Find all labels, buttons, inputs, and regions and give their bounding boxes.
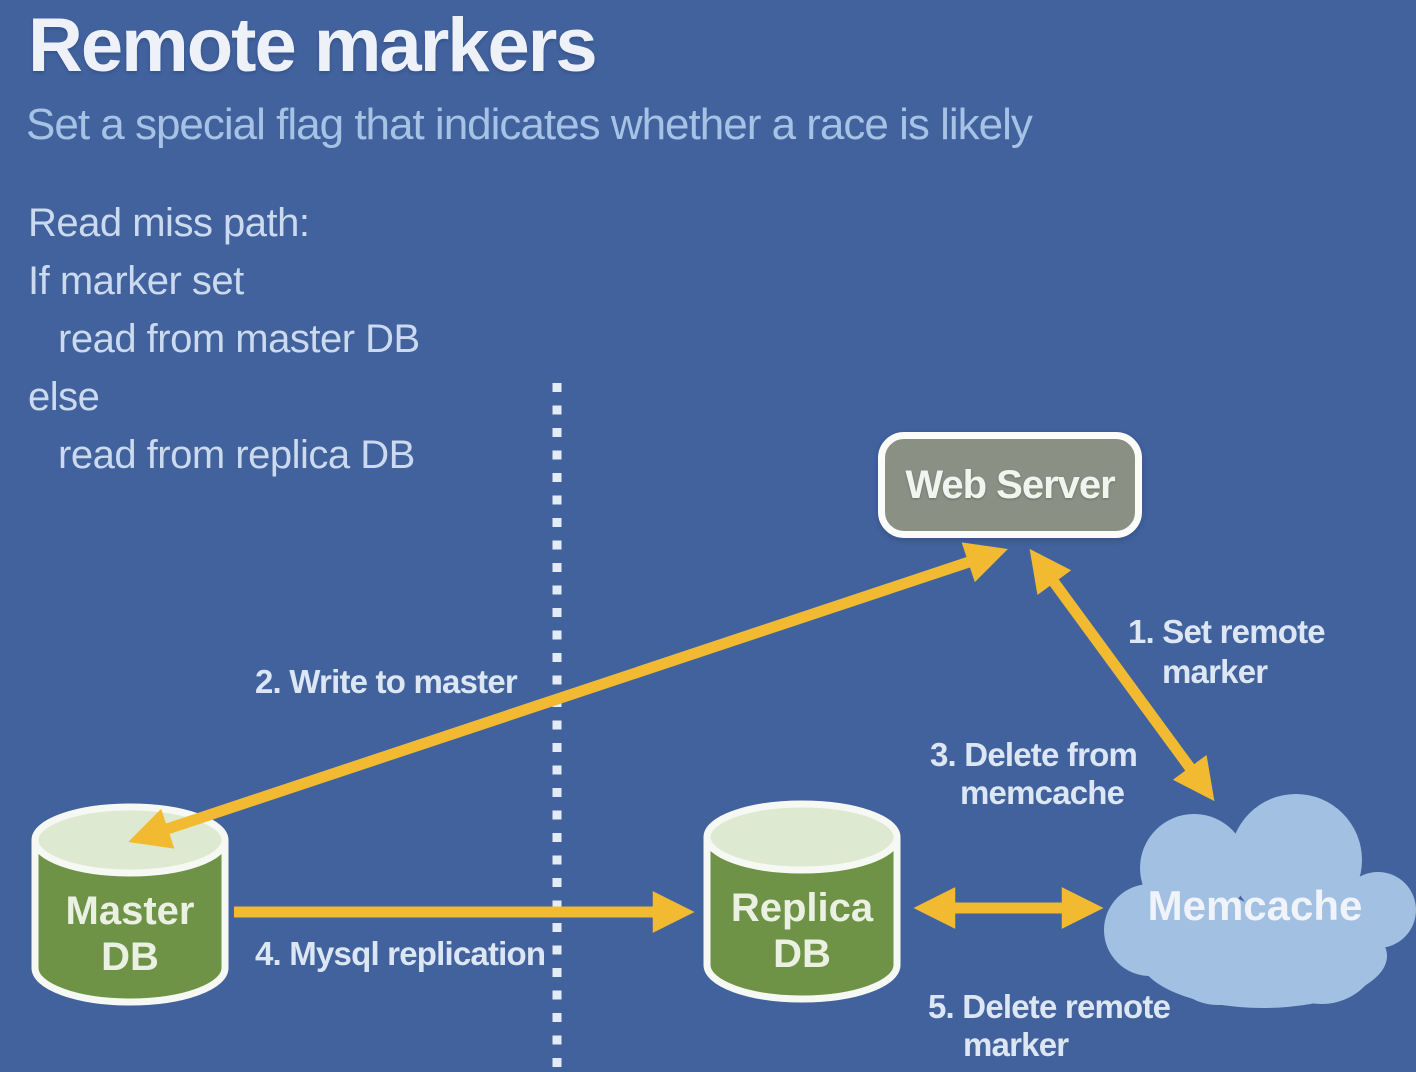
cylinder-body xyxy=(703,837,901,1003)
pseudocode-line-4: else xyxy=(28,375,100,419)
cylinder-top xyxy=(703,800,901,874)
node-web-server: Web Server xyxy=(878,432,1142,538)
label-delete-remote-marker: 5. Delete remote marker xyxy=(928,988,1171,1064)
label-write-to-master: 2. Write to master xyxy=(255,663,518,700)
label-delete-from-memcache-line2: memcache xyxy=(960,774,1125,811)
pseudocode-line-5: read from replica DB xyxy=(58,433,415,477)
replica-db-label-line2: DB xyxy=(773,932,831,976)
label-set-remote-marker: 1. Set remote marker xyxy=(1128,612,1326,692)
replica-db-label-line1: Replica xyxy=(731,886,874,930)
node-master-db: Master DB xyxy=(31,803,229,1006)
label-delete-from-memcache: 3. Delete from memcache xyxy=(930,736,1138,812)
pseudocode-line-2: If marker set xyxy=(28,259,244,303)
slide-title: Remote markers xyxy=(28,3,598,88)
slide-subtitle: Set a special flag that indicates whethe… xyxy=(26,100,1033,149)
label-mysql-replication: 4. Mysql replication xyxy=(255,935,546,972)
label-delete-remote-marker-line2: marker xyxy=(963,1026,1069,1063)
label-set-remote-marker-line1: 1. Set remote xyxy=(1128,613,1326,650)
node-memcache: Memcache xyxy=(1104,794,1416,1008)
master-db-label-line1: Master xyxy=(66,889,195,933)
memcache-label: Memcache xyxy=(1148,882,1363,929)
label-delete-remote-marker-line1: 5. Delete remote xyxy=(928,988,1171,1025)
label-set-remote-marker-line2: marker xyxy=(1162,653,1268,690)
node-replica-db: Replica DB xyxy=(703,800,901,1003)
pseudocode-line-3: read from master DB xyxy=(58,317,420,361)
master-db-label-line2: DB xyxy=(101,935,159,979)
pseudocode-line-1: Read miss path: xyxy=(28,201,310,245)
cylinder-top xyxy=(31,803,229,877)
pseudocode-block: Read miss path: If marker set read from … xyxy=(28,194,420,484)
label-delete-from-memcache-line1: 3. Delete from xyxy=(930,736,1138,773)
cloud-shape xyxy=(1104,794,1416,1008)
cylinder-body xyxy=(31,840,229,1006)
web-server-label: Web Server xyxy=(905,462,1115,507)
